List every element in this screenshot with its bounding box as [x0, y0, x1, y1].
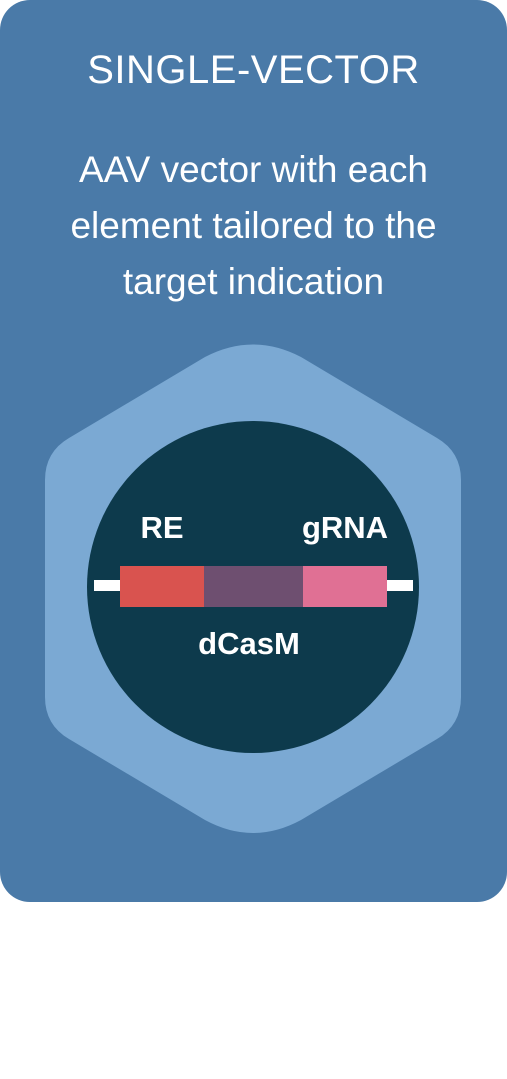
label-dcasm: dCasM: [198, 626, 300, 661]
card-description: AAV vector with each element tailored to…: [70, 149, 437, 302]
right-linker: [385, 580, 413, 591]
segment-dcasm: [204, 566, 304, 607]
label-grna: gRNA: [302, 510, 388, 545]
single-vector-card: RE gRNA dCasM SINGLE-VECTOR AAV vector w…: [0, 0, 507, 902]
card-title: SINGLE-VECTOR: [87, 48, 420, 92]
vector-diagram: RE gRNA dCasM: [45, 344, 461, 833]
label-re: RE: [140, 510, 183, 545]
segment-grna: [303, 566, 387, 607]
left-linker: [94, 580, 122, 591]
segment-re: [120, 566, 205, 607]
